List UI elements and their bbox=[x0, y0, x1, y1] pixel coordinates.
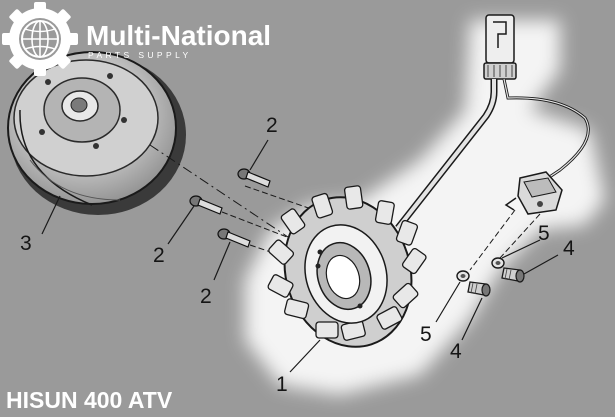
wire-connector bbox=[483, 14, 517, 80]
callout-5-lower: 5 bbox=[420, 323, 432, 346]
gear-globe-icon bbox=[2, 2, 78, 76]
brand-name: Multi-National bbox=[86, 20, 271, 51]
flywheel bbox=[7, 51, 186, 215]
fastener-axis-upper bbox=[469, 209, 516, 271]
leader-lines bbox=[41, 139, 559, 373]
callout-2-lower: 2 bbox=[200, 285, 212, 308]
wire-harness bbox=[395, 78, 590, 231]
callout-4-upper: 4 bbox=[563, 237, 575, 260]
callout-2-upper: 2 bbox=[266, 114, 278, 137]
bolt-lower bbox=[217, 228, 301, 263]
screw-lower bbox=[467, 281, 491, 297]
model-caption: HISUN 400 ATV bbox=[6, 387, 173, 413]
callout-2-middle: 2 bbox=[153, 244, 165, 267]
bolt-middle bbox=[189, 195, 301, 243]
callout-4-lower: 4 bbox=[450, 340, 462, 363]
pickup-sensor bbox=[504, 171, 563, 215]
washer-upper bbox=[491, 257, 505, 269]
brand-tagline: PARTS SUPPLY bbox=[88, 50, 192, 60]
callout-5-upper: 5 bbox=[538, 222, 550, 245]
callout-3-flywheel: 3 bbox=[20, 232, 32, 255]
callout-1-stator: 1 bbox=[276, 373, 288, 396]
fastener-axis-lower bbox=[499, 213, 541, 259]
screw-upper bbox=[501, 267, 525, 283]
washer-lower bbox=[456, 270, 470, 282]
stator bbox=[267, 185, 427, 348]
